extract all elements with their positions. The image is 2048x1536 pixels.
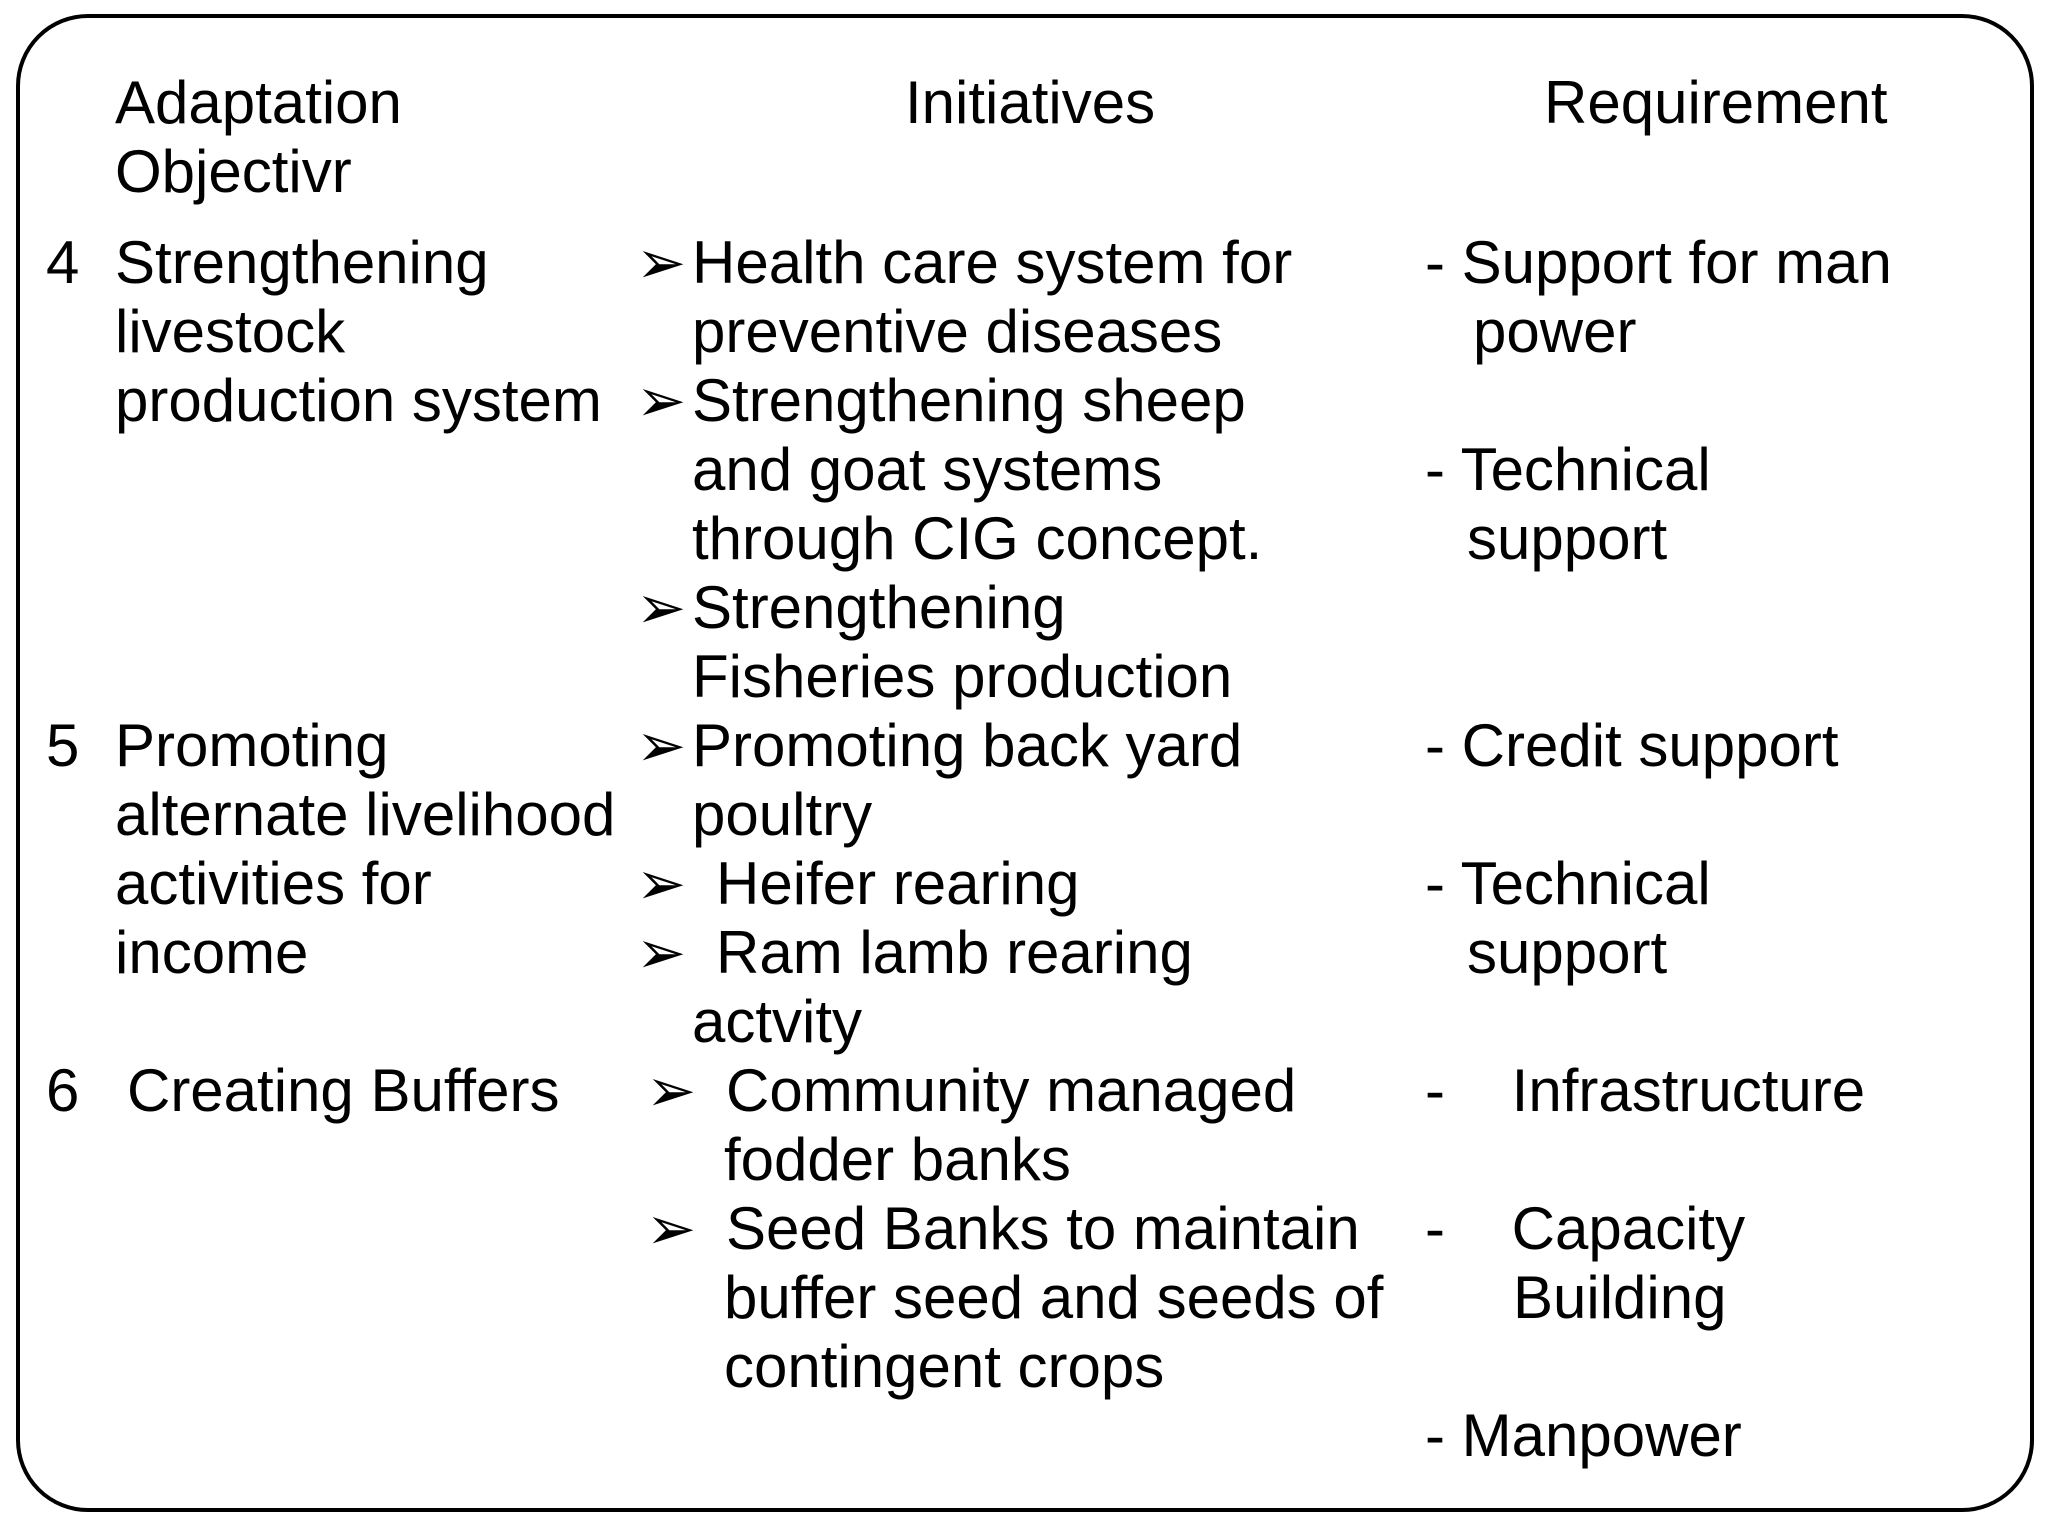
initiatives-text: Strengthening xyxy=(692,574,1066,641)
initiatives-text: Community managed xyxy=(726,1057,1297,1124)
requirement-line: - Support for man xyxy=(1425,228,1892,297)
requirement-line: Building xyxy=(1513,1263,1727,1332)
initiatives-line: ➢ Community managed xyxy=(646,1056,1297,1126)
initiatives-line: preventive diseases xyxy=(692,297,1222,366)
row-number-text: 4 xyxy=(46,229,80,296)
requirement-line: - Manpower xyxy=(1425,1401,1742,1470)
initiatives-text: Promoting back yard xyxy=(692,712,1243,779)
adaptation-objective-line: livestock xyxy=(115,297,345,366)
initiatives-line: ➢Promoting back yard xyxy=(636,711,1243,781)
initiatives-line: ➢ Ram lamb rearing xyxy=(636,918,1193,988)
requirement-text: Building xyxy=(1513,1264,1727,1331)
initiatives-text: Ram lamb rearing xyxy=(716,919,1193,986)
adaptation-objective-text: income xyxy=(115,919,309,986)
initiatives-text: Health care system for xyxy=(692,229,1293,296)
adaptation-objective-text: Strengthening xyxy=(115,229,489,296)
initiatives-line: ➢ Heifer rearing xyxy=(636,849,1080,919)
requirement-line: - Infrastructure xyxy=(1425,1056,1865,1125)
adaptation-objective-line: income xyxy=(115,918,308,987)
initiatives-text: preventive diseases xyxy=(692,298,1223,365)
initiatives-line: contingent crops xyxy=(724,1332,1164,1401)
column-header-requirement: Requirement xyxy=(1544,69,1888,136)
initiatives-text: Strengthening sheep xyxy=(692,367,1246,434)
arrow-bullet-icon: ➢ xyxy=(646,1056,697,1126)
adaptation-objective-line: activities for xyxy=(115,849,432,918)
initiatives-text: actvity xyxy=(692,988,863,1055)
initiatives-line: Fisheries production xyxy=(692,642,1232,711)
requirement-text: - Technical xyxy=(1425,436,1711,503)
adaptation-objective-text: Creating Buffers xyxy=(127,1057,560,1124)
adaptation-objective-line: alternate livelihood xyxy=(115,780,615,849)
column-header-adaptation-objective: Adaptation Objectivr xyxy=(115,68,402,206)
arrow-bullet-icon: ➢ xyxy=(636,918,687,988)
requirement-line: power xyxy=(1473,297,1636,366)
adaptation-objective-line: Promoting xyxy=(115,711,388,780)
requirement-text: - Manpower xyxy=(1425,1402,1742,1469)
adaptation-objective-text: alternate livelihood xyxy=(115,781,616,848)
arrow-bullet-icon: ➢ xyxy=(646,1194,697,1264)
adaptation-objective-text: Promoting xyxy=(115,712,389,779)
header-line: Adaptation xyxy=(115,69,402,136)
requirement-line: support xyxy=(1467,918,1667,987)
table-frame xyxy=(16,14,2034,1512)
initiatives-text: fodder banks xyxy=(724,1126,1071,1193)
initiatives-line: through CIG concept. xyxy=(692,504,1262,573)
initiatives-line: ➢ Seed Banks to maintain xyxy=(646,1194,1360,1264)
initiatives-text: and goat systems xyxy=(692,436,1163,503)
row-number-text: 6 xyxy=(46,1057,80,1124)
requirement-text: - Capacity xyxy=(1425,1195,1746,1262)
requirement-line: - Technical xyxy=(1425,849,1711,918)
adaptation-objective-line: Creating Buffers xyxy=(127,1056,559,1125)
requirement-line: - Capacity xyxy=(1425,1194,1745,1263)
requirement-line: - Technical xyxy=(1425,435,1711,504)
requirement-text: power xyxy=(1473,298,1637,365)
row-number-line: 5 xyxy=(46,711,79,780)
arrow-bullet-icon: ➢ xyxy=(636,573,687,643)
adaptation-objective-text: activities for xyxy=(115,850,432,917)
adaptation-objective-line: production system xyxy=(115,366,602,435)
requirement-line: support xyxy=(1467,504,1667,573)
header-line: Objectivr xyxy=(115,138,352,205)
initiatives-text: poultry xyxy=(692,781,873,848)
initiatives-line: ➢Strengthening sheep xyxy=(636,366,1246,436)
row-number-line: 4 xyxy=(46,228,79,297)
adaptation-objective-text: production system xyxy=(115,367,602,434)
row-number-line: 6 xyxy=(46,1056,79,1125)
row-number-text: 5 xyxy=(46,712,80,779)
initiatives-line: ➢Health care system for xyxy=(636,228,1293,298)
requirement-text: - Technical xyxy=(1425,850,1711,917)
adaptation-objective-line: Strengthening xyxy=(115,228,489,297)
arrow-bullet-icon: ➢ xyxy=(636,711,687,781)
column-header-initiatives: Initiatives xyxy=(905,69,1156,136)
arrow-bullet-icon: ➢ xyxy=(636,849,687,919)
initiatives-line: poultry xyxy=(692,780,872,849)
initiatives-line: fodder banks xyxy=(724,1125,1071,1194)
requirement-line: - Credit support xyxy=(1425,711,1839,780)
initiatives-text: Heifer rearing xyxy=(716,850,1080,917)
initiatives-text: buffer seed and seeds of xyxy=(724,1264,1384,1331)
initiatives-text: Fisheries production xyxy=(692,643,1233,710)
initiatives-text: through CIG concept. xyxy=(692,505,1263,572)
requirement-text: - Infrastructure xyxy=(1425,1057,1866,1124)
initiatives-line: ➢Strengthening xyxy=(636,573,1066,643)
requirement-text: - Credit support xyxy=(1425,712,1839,779)
initiatives-text: contingent crops xyxy=(724,1333,1165,1400)
arrow-bullet-icon: ➢ xyxy=(636,366,687,436)
initiatives-line: and goat systems xyxy=(692,435,1162,504)
initiatives-text: Seed Banks to maintain xyxy=(726,1195,1360,1262)
requirement-text: - Support for man xyxy=(1425,229,1892,296)
requirement-text: support xyxy=(1467,919,1668,986)
initiatives-line: buffer seed and seeds of xyxy=(724,1263,1383,1332)
initiatives-line: actvity xyxy=(692,987,862,1056)
adaptation-objective-text: livestock xyxy=(115,298,346,365)
requirement-text: support xyxy=(1467,505,1668,572)
arrow-bullet-icon: ➢ xyxy=(636,228,687,298)
